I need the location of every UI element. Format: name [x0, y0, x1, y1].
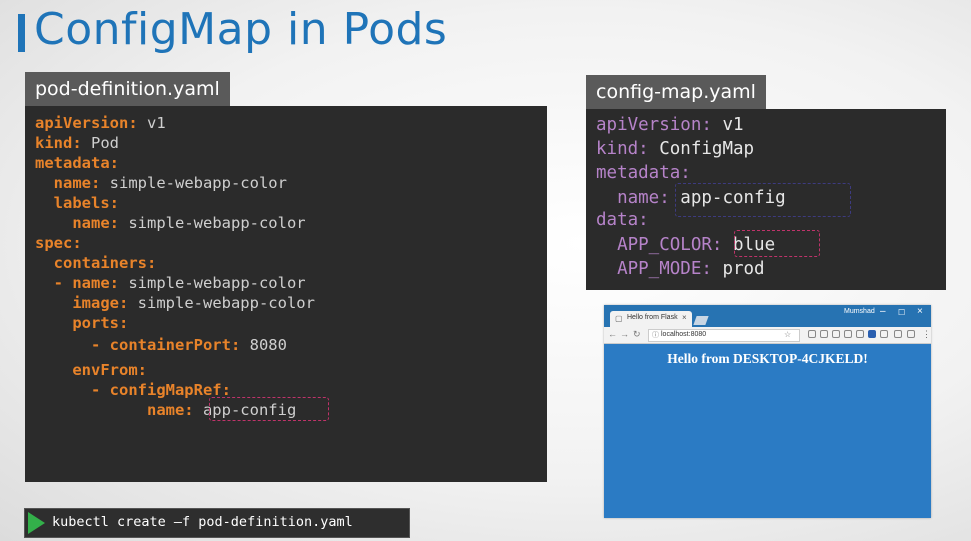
- extension-icon[interactable]: [832, 330, 840, 338]
- code-line: - name: simple-webapp-color: [35, 274, 306, 292]
- code-line: apiVersion: v1: [35, 114, 166, 132]
- code-line: envFrom:: [35, 361, 147, 379]
- code-line: name: simple-webapp-color: [35, 174, 287, 192]
- code-line: data:: [596, 210, 649, 230]
- extension-icon[interactable]: [868, 330, 876, 338]
- page-icon: ▢: [615, 314, 623, 323]
- config-map-code: apiVersion: v1 kind: ConfigMap metadata:…: [586, 109, 946, 290]
- url-text: localhost:8080: [661, 331, 707, 338]
- play-icon: [28, 512, 45, 534]
- code-line: name: app-config: [35, 401, 297, 419]
- extension-icon[interactable]: [808, 330, 816, 338]
- browser-tab-strip: ▢ Hello from Flask × Mumshad – ☐ ×: [604, 305, 931, 327]
- browser-window: ▢ Hello from Flask × Mumshad – ☐ × ← → ↻…: [604, 305, 931, 518]
- browser-tab[interactable]: ▢ Hello from Flask ×: [610, 311, 692, 327]
- code-line: apiVersion: v1: [596, 115, 744, 135]
- bookmark-star-icon[interactable]: ☆: [784, 330, 792, 339]
- extension-icon[interactable]: [856, 330, 864, 338]
- code-line: image: simple-webapp-color: [35, 294, 315, 312]
- code-line: spec:: [35, 234, 82, 252]
- address-toolbar: ← → ↻ ⓘ localhost:8080 ☆ ⋮: [604, 327, 931, 344]
- code-line: name: simple-webapp-color: [35, 214, 306, 232]
- browser-tab-title: Hello from Flask: [627, 314, 678, 321]
- title-accent-bar: [18, 14, 25, 52]
- maximize-icon[interactable]: ☐: [898, 308, 906, 317]
- code-line: APP_COLOR: blue: [596, 235, 776, 255]
- slide-title: ConfigMap in Pods: [34, 4, 448, 55]
- app-color-highlight: [734, 230, 820, 257]
- code-line: kind: Pod: [35, 134, 119, 152]
- code-line: - containerPort: 8080: [35, 336, 287, 354]
- pod-definition-code: apiVersion: v1 kind: Pod metadata: name:…: [25, 106, 547, 482]
- extension-icon[interactable]: [820, 330, 828, 338]
- reload-icon[interactable]: ↻: [633, 329, 641, 339]
- extension-icon[interactable]: [894, 330, 902, 338]
- code-line: containers:: [35, 254, 157, 272]
- code-line: name: app-config: [596, 188, 786, 208]
- extension-icon[interactable]: [880, 330, 888, 338]
- back-icon[interactable]: ←: [608, 329, 617, 339]
- app-config-ref-highlight: [209, 397, 329, 421]
- kubectl-command: kubectl create –f pod-definition.yaml: [52, 514, 353, 530]
- minimize-icon[interactable]: –: [880, 306, 886, 317]
- close-tab-icon[interactable]: ×: [682, 313, 687, 322]
- page-heading: Hello from DESKTOP-4CJKELD!: [667, 351, 868, 366]
- page-info-icon[interactable]: ⓘ: [652, 332, 659, 339]
- code-line: - configMapRef:: [35, 381, 231, 399]
- extension-icon[interactable]: [844, 330, 852, 338]
- browser-user-name: Mumshad: [844, 308, 875, 315]
- extension-icon[interactable]: [907, 330, 915, 338]
- code-line: APP_MODE: prod: [596, 259, 765, 279]
- code-line: metadata:: [35, 154, 119, 172]
- window-close-icon[interactable]: ×: [917, 306, 923, 317]
- config-map-tab[interactable]: config-map.yaml: [586, 75, 766, 109]
- code-line: kind: ConfigMap: [596, 139, 755, 159]
- code-line: metadata:: [596, 163, 691, 183]
- config-name-highlight: [675, 183, 851, 217]
- menu-kebab-icon[interactable]: ⋮: [922, 329, 931, 339]
- code-line: ports:: [35, 314, 129, 332]
- address-bar[interactable]: ⓘ localhost:8080: [648, 329, 800, 342]
- pod-definition-tab[interactable]: pod-definition.yaml: [25, 72, 230, 106]
- code-line: labels:: [35, 194, 119, 212]
- forward-icon[interactable]: →: [620, 329, 629, 339]
- terminal-command-bar: kubectl create –f pod-definition.yaml: [24, 508, 410, 538]
- new-tab-button[interactable]: [693, 316, 709, 325]
